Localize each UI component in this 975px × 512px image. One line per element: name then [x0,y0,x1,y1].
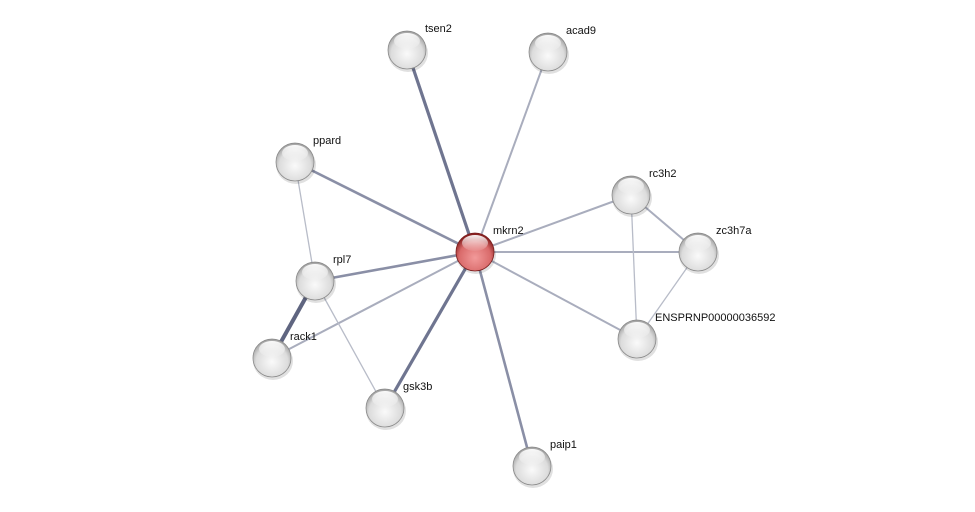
node-highlight [618,178,644,194]
node-label: acad9 [566,25,596,37]
node-label: zc3h7a [716,225,752,237]
node-label: tsen2 [425,23,452,35]
edge-rc3h2-ensp[interactable] [630,194,638,340]
node-mkrn2[interactable]: mkrn2 [455,225,524,274]
node-highlight [624,322,650,338]
node-highlight [519,449,545,465]
node-label: ENSPRNP00000036592 [655,312,775,324]
node-tsen2[interactable]: tsen2 [387,23,452,72]
node-ensp[interactable]: ENSPRNP00000036592 [617,312,775,361]
node-highlight [302,264,328,280]
edge-mkrn2-rc3h2[interactable] [474,194,632,253]
node-highlight [462,235,488,251]
node-label: rack1 [290,331,317,343]
node-label: rpl7 [333,254,351,266]
node-highlight [535,35,561,51]
edge-rpl7-gsk3b[interactable] [314,280,386,409]
node-gsk3b[interactable]: gsk3b [365,381,432,430]
edge-mkrn2-gsk3b[interactable] [383,251,477,409]
edge-mkrn2-paip1[interactable] [473,251,534,467]
edge-mkrn2-rpl7[interactable] [314,250,476,283]
edge-ppard-rpl7[interactable] [294,161,316,282]
node-rc3h2[interactable]: rc3h2 [611,168,677,217]
node-acad9[interactable]: acad9 [528,25,596,74]
node-label: gsk3b [403,381,432,393]
node-highlight [394,33,420,49]
node-rack1[interactable]: rack1 [252,331,317,380]
edge-mkrn2-tsen2[interactable] [405,49,477,253]
node-paip1[interactable]: paip1 [512,439,577,488]
node-rpl7[interactable]: rpl7 [295,254,351,303]
node-label: ppard [313,135,341,147]
node-highlight [372,391,398,407]
node-label: rc3h2 [649,168,677,180]
edge-mkrn2-rack1[interactable] [271,251,476,359]
edge-mkrn2-ensp[interactable] [474,251,638,340]
edge-mkrn2-ppard[interactable] [294,160,476,254]
node-label: mkrn2 [493,225,524,237]
node-highlight [259,341,285,357]
node-ppard[interactable]: ppard [275,135,341,184]
node-highlight [685,235,711,251]
edge-mkrn2-acad9[interactable] [474,51,549,253]
node-zc3h7a[interactable]: zc3h7a [678,225,752,274]
node-highlight [282,145,308,161]
node-label: paip1 [550,439,577,451]
